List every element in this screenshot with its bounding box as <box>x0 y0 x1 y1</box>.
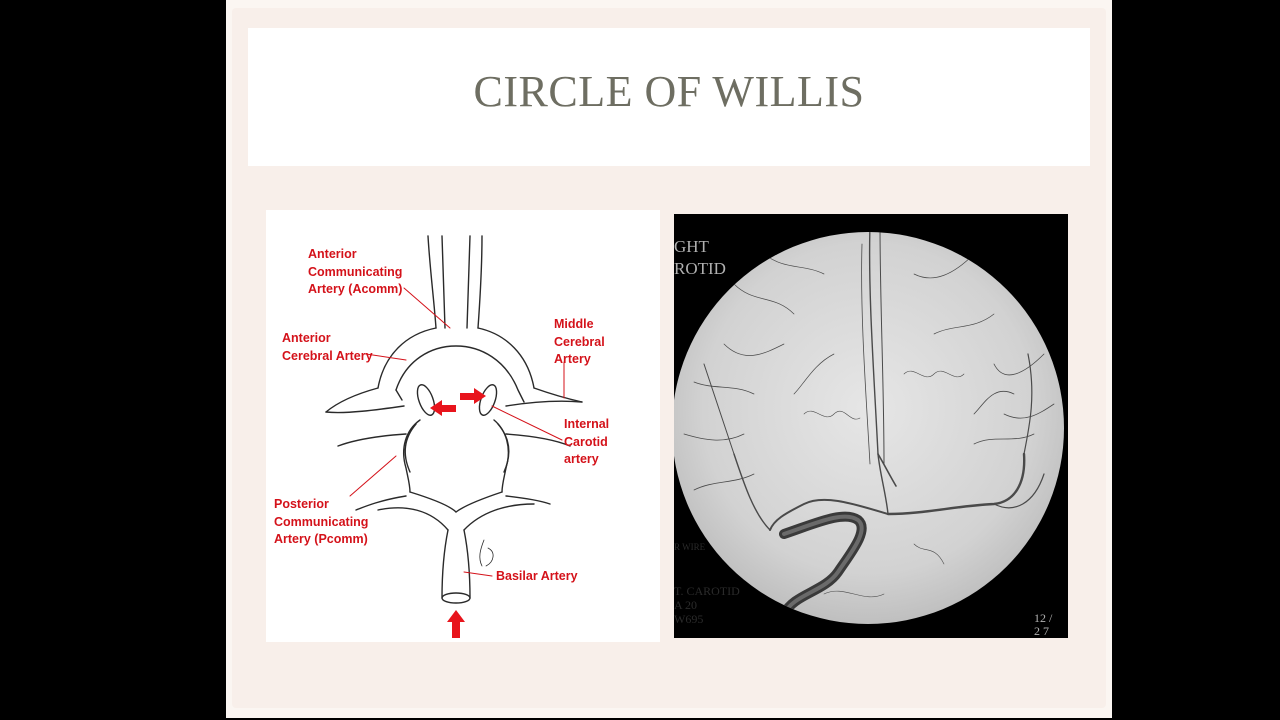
angio-text-bottom-left: T. CAROTID A 20 W695 <box>674 584 740 626</box>
label-ica: Internal Carotid artery <box>564 417 610 466</box>
posterior-cerebral-left <box>409 491 457 513</box>
angio-text-bottom-right: 12 / 2 7 <box>1034 611 1053 638</box>
arrow-up-icon <box>447 610 465 638</box>
arrow-right-icon <box>460 388 486 404</box>
anterior-cerebral-vessel-left <box>427 235 437 329</box>
anterior-arch-outer-right <box>477 327 535 389</box>
angiogram-field <box>674 232 1064 624</box>
label-basilar: Basilar Artery <box>496 569 578 583</box>
basilar-artery <box>441 529 449 599</box>
anterior-cerebral-vessel-right <box>477 235 483 329</box>
slide-title: CIRCLE OF WILLIS <box>473 66 865 116</box>
angio-text-top-left: GHT ROTID <box>674 237 726 278</box>
middle-cerebral-right-upper <box>533 387 583 403</box>
basilar-opening <box>441 592 471 604</box>
angio-text-mid-left: R WIRE <box>674 542 706 552</box>
pcomm-left <box>402 419 421 493</box>
internal-carotid-left <box>416 384 436 416</box>
arrow-left-icon <box>430 400 456 416</box>
angiogram-image: GHT ROTID R WIRE T. CAROTID A 20 W695 12… <box>674 214 1068 638</box>
label-mca: Middle Cerebral Artery <box>554 317 605 366</box>
diagram-drawing <box>325 235 583 638</box>
circle-of-willis-diagram: Anterior Communicating Artery (Acomm) An… <box>266 210 660 642</box>
anterior-arch-inner <box>395 345 525 403</box>
pcomm-right <box>493 419 510 493</box>
title-box: CIRCLE OF WILLIS <box>248 28 1090 166</box>
angiogram-drawing <box>674 232 1064 624</box>
anterior-arch-outer <box>377 327 437 389</box>
posterior-cerebral-right <box>455 491 503 513</box>
pcomm-right-inner <box>497 423 510 473</box>
pcomm-left-inner <box>404 423 417 473</box>
middle-cerebral-right-lower <box>505 400 583 407</box>
label-acomm: Anterior Communicating Artery (Acomm) <box>308 247 403 296</box>
label-aca: Anterior Cerebral Artery <box>282 331 373 363</box>
anterior-cerebral-vessel-inner-left <box>441 235 446 329</box>
middle-cerebral-left-lower <box>325 405 405 414</box>
label-pcomm: Posterior Communicating Artery (Pcomm) <box>274 497 369 546</box>
middle-cerebral-left-upper <box>325 387 379 413</box>
anterior-cerebral-vessel-inner-right <box>466 235 471 329</box>
